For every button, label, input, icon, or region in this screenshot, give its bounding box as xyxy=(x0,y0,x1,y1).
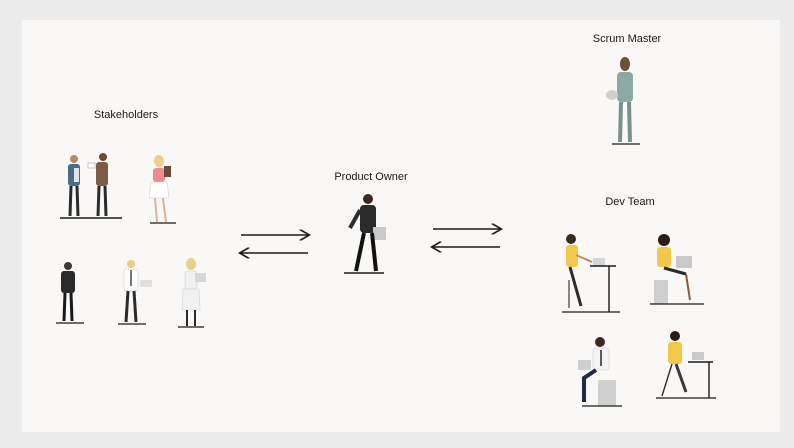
arrows-stakeholders-product-owner xyxy=(241,235,308,253)
stakeholder-figure-5 xyxy=(123,260,152,323)
slide-background xyxy=(22,20,780,432)
stakeholder-figure-4 xyxy=(61,262,75,322)
arrows-product-owner-dev-team xyxy=(433,229,500,247)
stakeholder-figure-6 xyxy=(181,258,206,326)
product-owner-label: Product Owner xyxy=(334,171,408,183)
stakeholder-figure-3 xyxy=(148,155,171,223)
stakeholder-figure-1 xyxy=(68,155,80,217)
dev-team-label: Dev Team xyxy=(605,196,655,208)
dev-figure-2 xyxy=(654,234,692,304)
scrum-master-figure xyxy=(606,57,633,143)
dev-figure-3 xyxy=(578,337,616,406)
stakeholder-figure-2 xyxy=(87,153,108,217)
dev-figure-4 xyxy=(661,331,713,398)
stakeholders-label: Stakeholders xyxy=(93,109,159,121)
scrum-master-label: Scrum Master xyxy=(592,33,662,45)
dev-figure-1 xyxy=(566,234,616,312)
product-owner-figure xyxy=(348,194,386,272)
